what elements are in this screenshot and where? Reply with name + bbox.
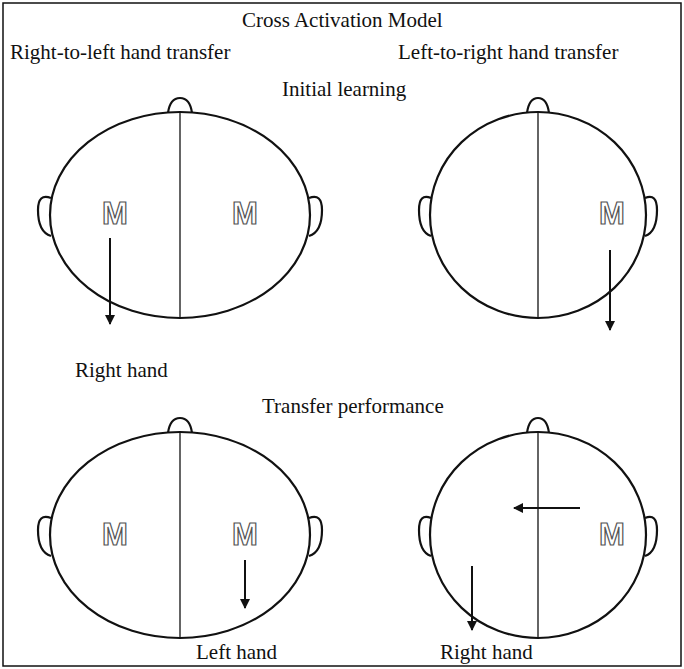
motor-area-mark: M (232, 519, 258, 550)
hand-label: Right hand (440, 640, 533, 664)
frame (3, 3, 681, 666)
row-heading: Initial learning (282, 77, 406, 101)
panel-heading: Left-to-right hand transfer (398, 40, 618, 64)
hand-label: Left hand (196, 640, 277, 664)
motor-area-mark: M (599, 519, 625, 550)
motor-area-mark: M (599, 198, 625, 229)
row-heading: Transfer performance (262, 394, 444, 418)
motor-area-mark: M (232, 198, 258, 229)
hand-label: Right hand (75, 358, 168, 382)
panel-heading: Right-to-left hand transfer (10, 40, 230, 64)
motor-area-mark: M (102, 198, 128, 229)
diagram-title: Cross Activation Model (242, 8, 443, 32)
motor-area-mark: M (102, 519, 128, 550)
